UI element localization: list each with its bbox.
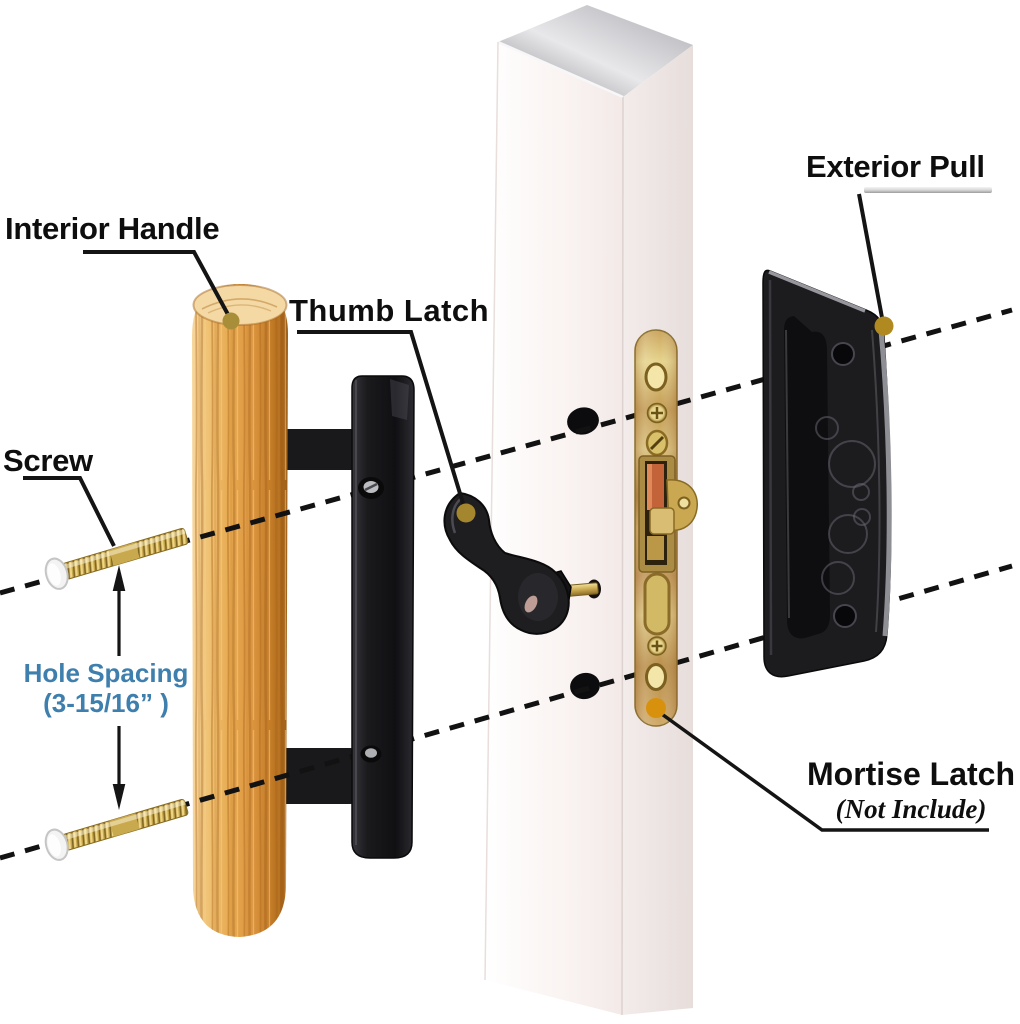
label-thumb-latch: Thumb Latch	[289, 293, 490, 328]
label-interior-handle: Interior Handle	[5, 211, 220, 246]
marker-dot-interior-handle	[222, 312, 240, 330]
label-mortise-latch: Mortise Latch (Not Include)	[800, 756, 1020, 824]
thumb-latch-assembly	[443, 491, 599, 635]
thumb-latch-lever	[443, 491, 570, 635]
door-hole-top	[567, 407, 599, 435]
alignment-dashes-upper	[0, 307, 1013, 596]
mortise-latch-title: Mortise Latch	[806, 756, 1016, 792]
marker-dot-mortise-latch	[646, 698, 666, 718]
interior-handle-bracket	[351, 375, 415, 859]
hole-spacing-line2: (3-15/16” )	[43, 688, 169, 719]
leader-screw	[23, 476, 116, 547]
exterior-pull-grip-opening	[784, 316, 830, 639]
leader-thumb-latch	[297, 330, 467, 511]
mortise-latch	[634, 329, 698, 727]
exterior-pull-underline	[864, 187, 992, 193]
interior-handle-wood	[192, 284, 288, 937]
pull-hole-top	[831, 342, 855, 366]
exterior-pull-handle	[762, 269, 892, 678]
callout-leaders	[23, 193, 989, 832]
mounting-screw-top	[44, 527, 189, 590]
marker-dot-thumb-latch	[456, 503, 476, 523]
leader-exterior-pull	[857, 193, 885, 324]
mortise-latch-note: (Not Include)	[835, 793, 987, 824]
hole-spacing-arrow	[112, 565, 126, 810]
label-exterior-pull: Exterior Pull	[806, 149, 985, 184]
leader-interior-handle	[83, 250, 233, 321]
alignment-dashes-lower	[0, 563, 1013, 861]
marker-dot-exterior-pull	[874, 316, 894, 336]
label-screw: Screw	[3, 443, 93, 478]
alignment-dashed-lines	[0, 307, 1013, 861]
mounting-screw-bottom	[44, 798, 189, 861]
label-hole-spacing: Hole Spacing (3-15/16” )	[8, 658, 204, 718]
leader-mortise-latch	[657, 710, 989, 832]
hole-spacing-line1: Hole Spacing	[23, 658, 189, 688]
pull-hole-bottom	[833, 604, 857, 628]
